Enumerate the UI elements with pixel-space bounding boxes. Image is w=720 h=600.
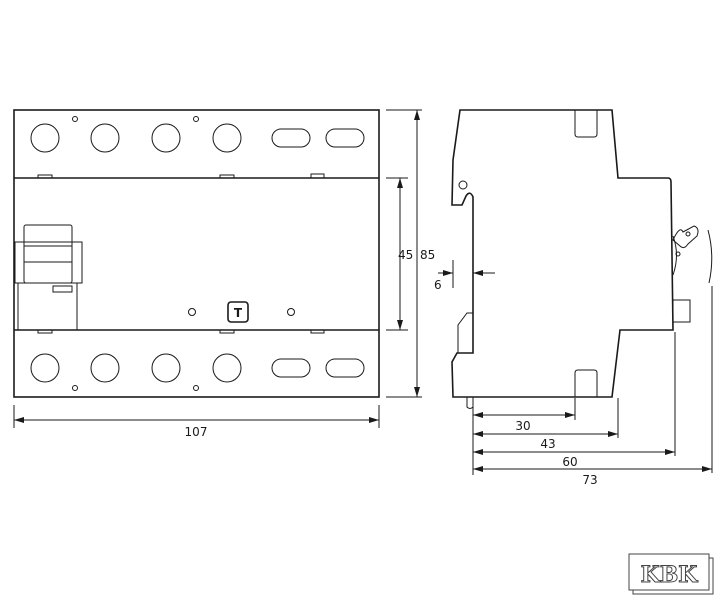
rail-offset-dimension: 6 <box>434 278 442 292</box>
front-height-dimension: 45 <box>398 248 413 262</box>
indicator-dot <box>287 308 295 316</box>
depth-43-dimension: 43 <box>540 437 555 451</box>
side-view <box>451 109 713 409</box>
width-dimension: 107 <box>185 425 208 439</box>
indicator-dot <box>188 308 196 316</box>
top-notch <box>574 110 598 138</box>
depth-60-dimension: 60 <box>562 455 577 469</box>
bottom-notch <box>574 369 598 397</box>
test-button-side <box>672 299 691 323</box>
mount-hole <box>458 180 468 190</box>
rail-pin <box>466 397 474 409</box>
front-view: T <box>13 109 380 398</box>
depth-73-dimension: 73 <box>582 473 597 487</box>
toggle-lever <box>672 225 699 276</box>
front-dimensions: 107 45 85 <box>13 109 435 439</box>
total-height-dimension: 85 <box>420 248 435 262</box>
side-dimensions: 6 30 43 60 73 <box>434 260 713 487</box>
test-button-label: T <box>234 306 243 320</box>
switch-handle <box>14 224 83 331</box>
front-outline <box>13 109 380 398</box>
rail-clips <box>37 173 325 334</box>
top-terminals <box>30 116 365 153</box>
lever-swing-arc <box>707 229 713 284</box>
test-button <box>227 301 249 323</box>
bottom-terminals <box>30 353 365 391</box>
logo-text: KBK <box>641 562 699 588</box>
rail-latch <box>457 312 474 354</box>
side-outline <box>451 109 674 398</box>
depth-30-dimension: 30 <box>515 419 530 433</box>
kbk-logo: KBK <box>628 553 714 595</box>
